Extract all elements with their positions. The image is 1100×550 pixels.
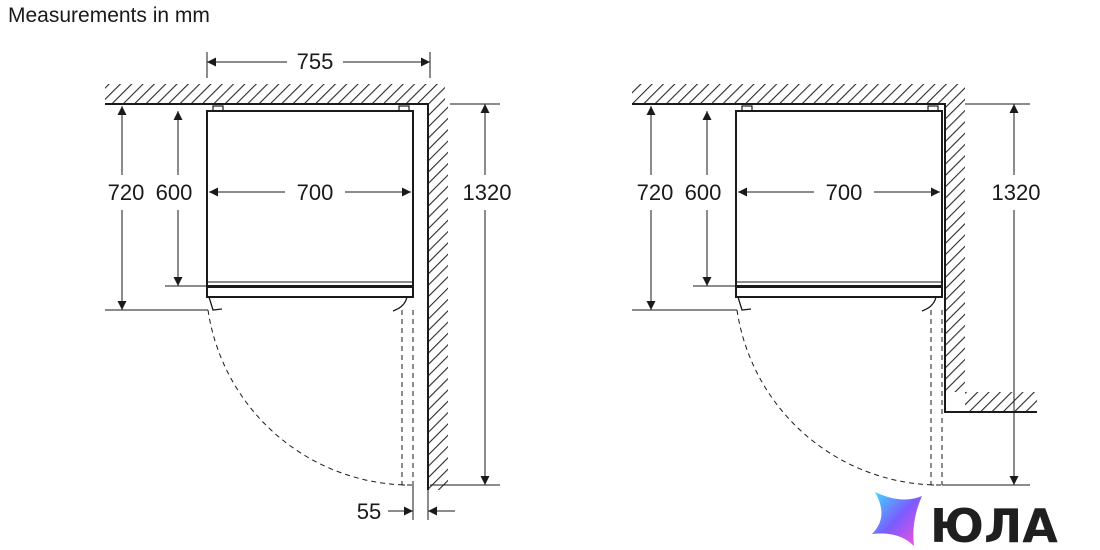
door-panel: [206, 286, 414, 298]
side-wall-hatch-right: [945, 104, 965, 392]
side-wall-hatch: [428, 104, 448, 490]
wall-edge-right: [632, 103, 1037, 413]
dim-600-label: 600: [156, 180, 193, 205]
dim-1320-label-right: 1320: [992, 180, 1041, 205]
logo-star-icon: [872, 492, 922, 546]
dim-1320-label: 1320: [463, 180, 512, 205]
right-installation-drawing: 720 600 700 1320: [632, 84, 1041, 486]
left-installation-drawing: 755 720 600 700 1320 55: [105, 49, 511, 524]
logo-text: ЮЛА: [930, 499, 1058, 550]
dim-600-label-right: 600: [685, 180, 722, 205]
dim-720-label-right: 720: [637, 180, 674, 205]
yula-logo: ЮЛА: [872, 492, 1058, 550]
dim-700-label-right: 700: [826, 180, 863, 205]
diagram-title: Measurements in mm: [8, 4, 210, 27]
door-handle-right: [392, 296, 408, 312]
dim-55-label: 55: [357, 499, 381, 524]
dim-700-label: 700: [297, 180, 334, 205]
door-swing-arc: [207, 309, 414, 486]
door-handle-right-right: [921, 296, 937, 312]
door-panel-right: [735, 286, 943, 298]
ceiling-wall-hatch-right: [632, 84, 965, 104]
niche-wall-hatch: [965, 392, 1037, 412]
dim-720-label: 720: [108, 180, 145, 205]
dim-755-label: 755: [297, 49, 334, 74]
door-swing-arc-right: [736, 309, 943, 486]
wall-edge: [105, 103, 429, 490]
door-handle-left-right: [737, 296, 752, 311]
ceiling-wall-hatch: [105, 84, 445, 104]
door-handle-left: [208, 296, 223, 311]
